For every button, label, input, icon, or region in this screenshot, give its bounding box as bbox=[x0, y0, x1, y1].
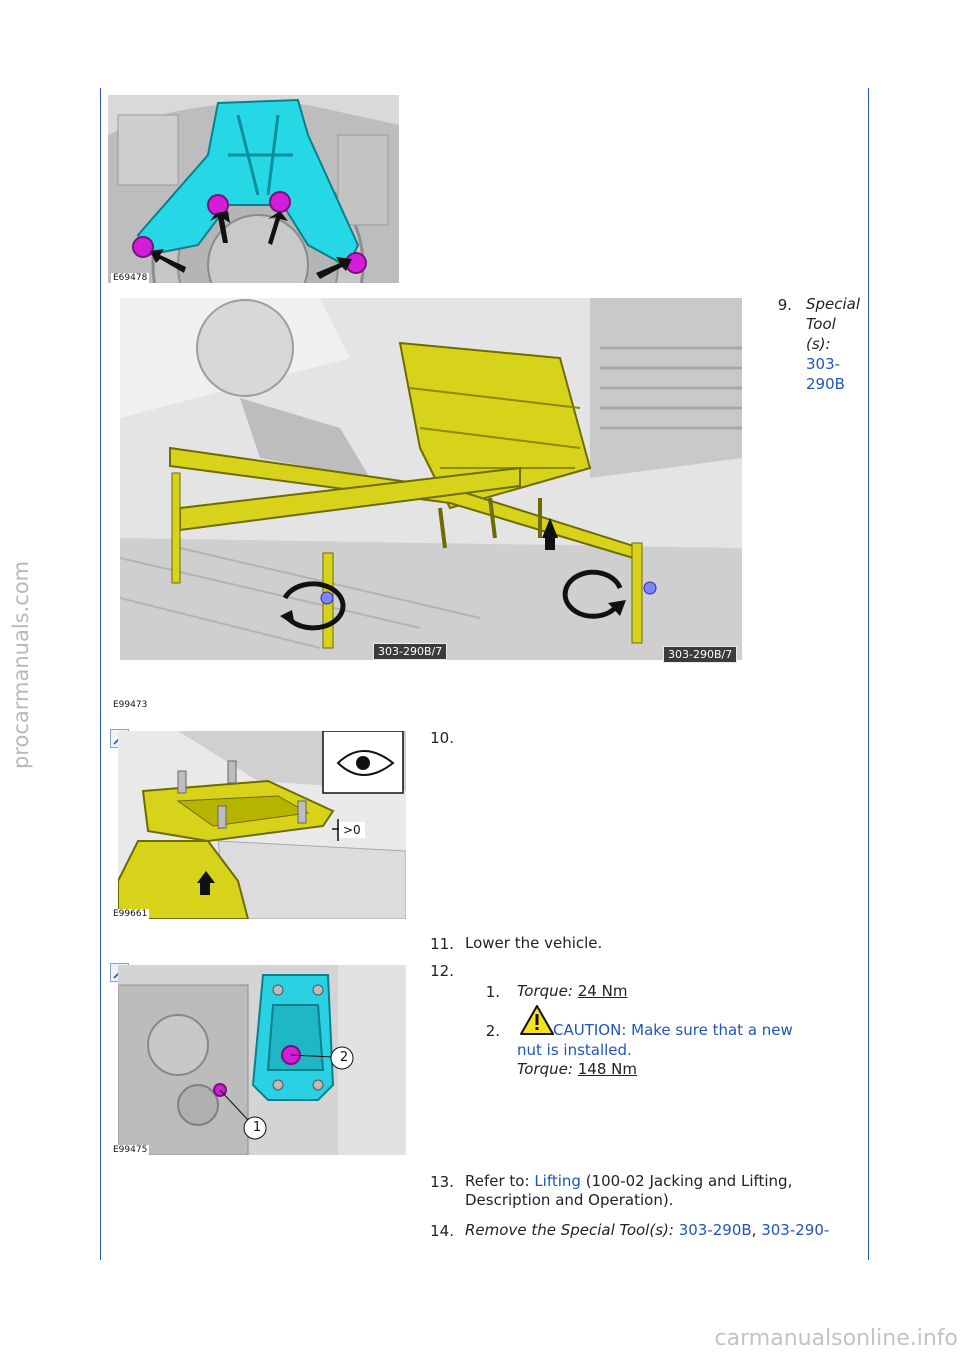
remove-tool-label: Remove the Special Tool(s): bbox=[465, 1221, 674, 1239]
step-number: 11. bbox=[430, 935, 454, 953]
special-tool-link-line[interactable]: 303- bbox=[806, 355, 841, 373]
substep-number: 2. bbox=[485, 1022, 500, 1040]
item-callout-1: 1 bbox=[252, 1120, 262, 1135]
special-tool-label-line: (s): bbox=[806, 335, 831, 353]
figure-support-bar bbox=[120, 298, 742, 660]
step-text: Lower the vehicle. bbox=[465, 934, 603, 952]
substep-number: 1. bbox=[485, 983, 500, 1001]
torque-label: Torque: bbox=[517, 1060, 573, 1078]
torque-value: 24 Nm bbox=[577, 982, 628, 1000]
torque-label: Torque: bbox=[517, 982, 573, 1000]
special-tool-link[interactable]: 303- 290B bbox=[806, 354, 845, 394]
special-tool-label-line: Special bbox=[806, 295, 861, 313]
figure-id-label: E99475 bbox=[111, 1145, 150, 1155]
step-text: Refer to: Lifting (100-02 Jacking and Li… bbox=[465, 1171, 792, 1191]
bottom-watermark: carmanualsonline.info bbox=[714, 1326, 958, 1351]
tool-callout-left: 303-290B/7 bbox=[373, 643, 448, 660]
item-callout-2: 2 bbox=[339, 1050, 349, 1065]
special-tool-label-line: Tool bbox=[806, 315, 836, 333]
tool-callout-right: 303-290B/7 bbox=[663, 646, 738, 663]
special-tool-label: Special Tool (s): bbox=[806, 294, 860, 354]
figure-transmission-bracket bbox=[108, 95, 399, 283]
step-number: 14. bbox=[430, 1222, 454, 1240]
side-watermark: procarmanuals.com bbox=[9, 560, 33, 770]
clearance-callout: >0 bbox=[339, 822, 365, 838]
step-number: 10. bbox=[430, 729, 454, 747]
torque-value: 148 Nm bbox=[577, 1060, 637, 1078]
tool-link[interactable]: 303-290- bbox=[761, 1221, 830, 1239]
figure-id-label: E99661 bbox=[111, 909, 150, 919]
step-text: Remove the Special Tool(s): 303-290B, 30… bbox=[465, 1220, 829, 1240]
step-number: 9. bbox=[777, 296, 792, 314]
torque-line: Torque: 148 Nm bbox=[517, 1059, 637, 1079]
torque-line: Torque: 24 Nm bbox=[517, 981, 627, 1001]
figure-id-label: E99473 bbox=[111, 700, 150, 710]
special-tool-link-line[interactable]: 290B bbox=[806, 375, 845, 393]
tool-separator: , bbox=[751, 1221, 762, 1239]
right-margin-rule bbox=[868, 88, 869, 1260]
figure-mount-nut bbox=[118, 965, 406, 1155]
figure-mount-clearance bbox=[118, 731, 406, 919]
left-margin-rule bbox=[100, 88, 101, 1260]
refer-to-prefix: Refer to: bbox=[465, 1172, 535, 1190]
step-number: 12. bbox=[430, 962, 454, 980]
step-number: 13. bbox=[430, 1173, 454, 1191]
tool-link[interactable]: 303-290B bbox=[678, 1221, 752, 1239]
figure-id-label: E69478 bbox=[111, 273, 150, 283]
lifting-link[interactable]: Lifting bbox=[534, 1172, 581, 1190]
caution-text: CAUTION: Make sure that a new bbox=[553, 1021, 793, 1039]
caution-text-continued: nut is installed. bbox=[517, 1041, 632, 1059]
refer-to-suffix: (100-02 Jacking and Lifting, bbox=[580, 1172, 793, 1190]
step-text-continued: Description and Operation). bbox=[465, 1191, 674, 1209]
caution-warning-icon bbox=[519, 1004, 555, 1036]
